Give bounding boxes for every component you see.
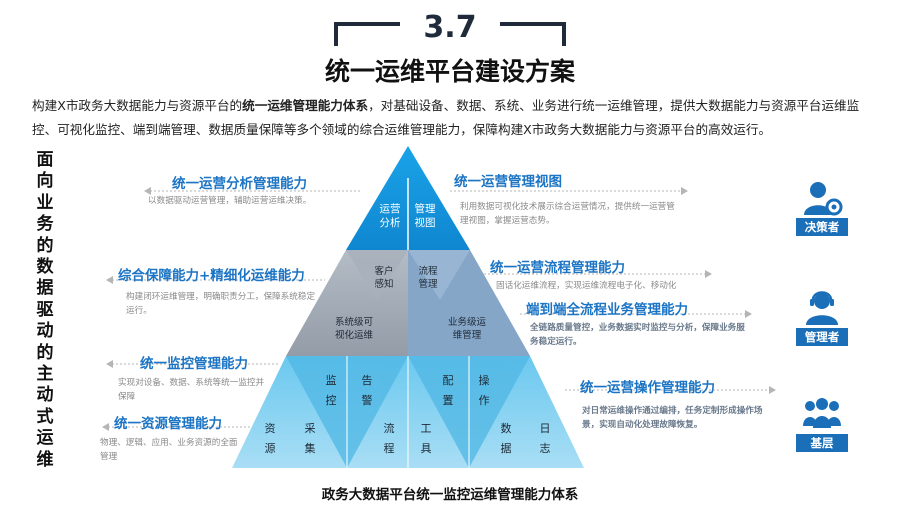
cap-unified-monitoring-desc: 实现对设备、数据、系统等统一监控并保障 [118,378,265,402]
svg-text:集: 集 [305,441,316,455]
svg-text:业务级运: 业务级运 [448,316,487,328]
svg-text:警: 警 [362,393,373,407]
cap-ops-process-desc: 固话化运维流程，实现运维流程电子化、移动化 [496,281,677,291]
diagram-caption: 政务大数据平台统一监控运维管理能力体系 [321,487,579,503]
vertical-side-label: 面向业务的数据驱动的主动式运维 [36,150,54,470]
svg-text:流程: 流程 [418,265,438,277]
left-guide-lines [108,190,770,428]
svg-text:控: 控 [326,393,337,407]
cap-end-to-end: 端到端全流程业务管理能力 [526,302,688,318]
intro-bold: 统一运维管理能力体系 [242,98,369,113]
page-title: 统一运维平台建设方案 [324,57,575,86]
role-badge-decision-maker: 决策者 [796,218,848,236]
svg-text:采: 采 [305,422,316,435]
role-manager: 管理者 [794,290,850,346]
svg-text:维管理: 维管理 [453,329,482,341]
svg-text:资: 资 [265,422,276,435]
svg-text:具: 具 [421,442,432,455]
section-number: 3.7 [400,10,500,46]
svg-text:告: 告 [362,374,373,387]
role-decision-maker: 决策者 [794,180,850,236]
svg-text:客户: 客户 [374,265,393,277]
cap-ops-operation-desc: 对日常运维操作通过编排，任务定制形成操作场景，实现自动化处理故障恢复。 [582,406,763,430]
decision-maker-icon [804,182,843,216]
svg-text:感知: 感知 [374,278,393,290]
svg-text:监: 监 [326,374,337,387]
cap-ops-view: 统一运营管理视图 [454,174,562,190]
cap-ops-analysis: 统一运营分析管理能力 [172,176,307,192]
svg-text:操: 操 [479,373,490,387]
svg-text:数: 数 [501,422,512,435]
intro-paragraph: 构建X市政务大数据能力与资源平台的统一运维管理能力体系，对基础设备、数据、系统、… [32,94,878,142]
svg-text:源: 源 [265,441,276,455]
cap-unified-resource: 统一资源管理能力 [114,416,222,432]
svg-text:工: 工 [421,422,432,435]
cap-end-to-end-desc: 全链路质量管控，业务数据实时监控与分析，保障业务服务稳定运行。 [530,323,745,347]
staff-group-icon [803,398,841,428]
cap-ops-process: 统一运营流程管理能力 [490,260,625,276]
cap-unified-monitoring: 统一监控管理能力 [140,356,248,372]
role-staff: 基层 [794,396,850,452]
top-label2-line2: 视图 [415,216,436,229]
svg-text:配: 配 [443,374,454,387]
role-badge-manager: 管理者 [796,328,848,346]
svg-text:流: 流 [384,421,395,435]
svg-text:系统级可: 系统级可 [335,316,373,328]
top-label-line2: 分析 [380,216,401,229]
svg-text:管理: 管理 [418,278,438,290]
svg-text:程: 程 [384,442,395,455]
cap-ops-view-desc: 利用数据可视化技术展示综合运营情况，提供统一运营管理视图，掌握运营态势。 [460,202,675,226]
cap-comprehensive-support: 综合保障能力+精细化运维能力 [118,268,305,284]
intro-text-1: 构建X市政务大数据能力与资源平台的 [32,98,243,113]
svg-text:置: 置 [443,394,454,407]
manager-icon [806,291,838,325]
cap-unified-resource-desc: 物理、逻辑、应用、业务资源的全面管理 [100,438,238,462]
top-label-line1: 运营 [380,202,401,215]
svg-text:视化运维: 视化运维 [335,329,374,341]
svg-text:志: 志 [540,442,551,455]
cap-comprehensive-support-desc: 构建闭环运维管理，明确职责分工，保障系统稳定运行。 [126,292,316,316]
cap-ops-analysis-desc: 以数据驱动运营管理，辅助运营运维决策。 [148,196,312,206]
svg-text:据: 据 [501,441,512,455]
svg-text:作: 作 [479,394,490,407]
cap-ops-operation: 统一运营操作管理能力 [580,380,715,396]
top-label2-line1: 管理 [415,202,436,215]
guide-arrowheads [102,187,776,431]
svg-text:日: 日 [540,422,551,435]
intro-text-2: ，对基础设备、数据、系统、业务进行统一运维管理，提供大数据能力与资源平台运维监控… [32,98,860,137]
role-badge-staff: 基层 [796,434,848,452]
